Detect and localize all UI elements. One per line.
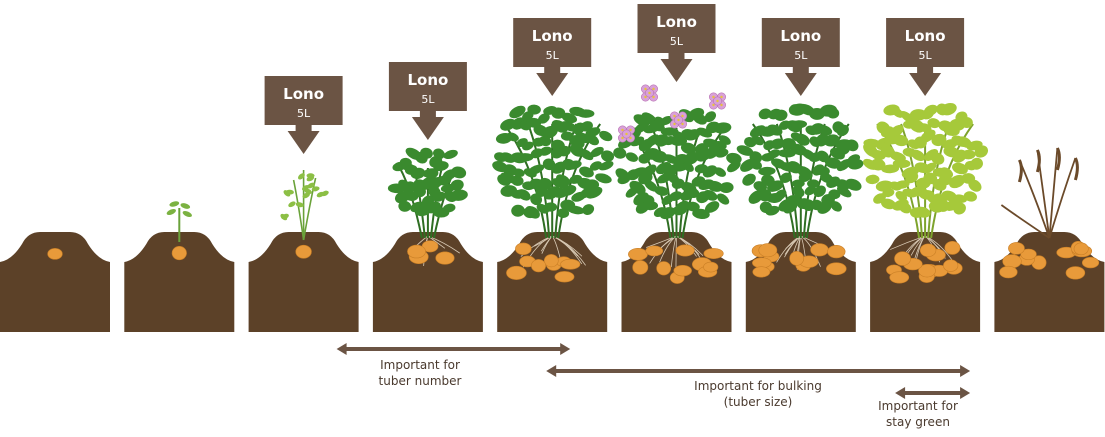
range-arrow-stay-green [895, 387, 971, 399]
soil-mounds [0, 232, 1105, 332]
range-label-bulking-line: (tuber size) [724, 395, 793, 409]
product-volume: 5L [919, 49, 933, 62]
soil-mound-2 [124, 232, 235, 332]
product-labels: Lono 5L Lono 5L Lono 5L Lono 5L Lono 5L Lono 5L [264, 4, 965, 154]
range-label-bulking: Important for bulking (tuber size) [694, 379, 822, 409]
soil-mound-4 [372, 232, 483, 332]
product-name: Lono [780, 27, 821, 45]
young-plant-3 [280, 170, 329, 241]
range-label-tuber-number: Important for tuber number [379, 358, 462, 388]
flower-6d [617, 125, 635, 143]
label-box [388, 62, 467, 111]
soil-mound-3 [248, 232, 359, 332]
product-name: Lono [656, 13, 697, 31]
label-arrow [784, 73, 817, 96]
label-arrow [411, 117, 444, 140]
label-arrow [536, 73, 569, 96]
range-label-bulking-line: Important for bulking [694, 379, 822, 393]
seed-tuber-1 [47, 248, 63, 260]
foliage-4 [387, 147, 468, 239]
product-volume: 5L [794, 49, 808, 62]
product-name: Lono [407, 71, 448, 89]
range-label-stay-green-line: stay green [886, 415, 950, 429]
product-volume: 5L [421, 93, 435, 106]
tubers-7 [751, 243, 847, 278]
product-label-6: Lono 5L [637, 4, 716, 82]
range-arrow-bulking [546, 365, 971, 377]
product-label-5: Lono 5L [513, 18, 592, 96]
product-label-8: Lono 5L [886, 18, 965, 96]
sprout-2 [166, 201, 192, 242]
tubers-5 [506, 242, 581, 283]
product-label-7: Lono 5L [761, 18, 840, 96]
label-box [637, 4, 716, 53]
seed-tuber-3 [295, 244, 312, 259]
product-label-4: Lono 5L [388, 62, 467, 140]
range-arrow-tuber-number [336, 343, 571, 355]
product-volume: 5L [297, 107, 311, 120]
product-label-3: Lono 5L [264, 76, 343, 154]
range-label-stay-green: Important for stay green [878, 399, 958, 429]
product-name: Lono [532, 27, 573, 45]
label-arrow [909, 73, 942, 96]
foliage-5 [492, 104, 615, 239]
product-volume: 5L [546, 49, 560, 62]
seed-tuber-2 [171, 246, 187, 261]
foliage-7 [736, 103, 864, 239]
range-label-tuber-number-line: Important for [380, 358, 460, 372]
tubers-9 [999, 241, 1100, 280]
label-arrow [660, 59, 693, 82]
flower-6a [640, 84, 658, 102]
flower-6b [669, 111, 687, 129]
product-name: Lono [283, 85, 324, 103]
soil-mound-1 [0, 232, 110, 332]
range-label-stay-green-line: Important for [878, 399, 958, 413]
dead-haulm-9 [1000, 147, 1079, 239]
foliage-8 [862, 102, 989, 239]
label-box [513, 18, 592, 67]
tubers-4 [407, 240, 455, 265]
flower-6c [708, 92, 726, 110]
product-name: Lono [905, 27, 946, 45]
product-volume: 5L [670, 35, 684, 48]
importance-ranges: Important for tuber number Important for b… [336, 343, 971, 429]
soil-mound-5 [497, 232, 608, 332]
tubers-6 [628, 244, 724, 284]
label-box [761, 18, 840, 67]
range-label-tuber-number-line: tuber number [379, 374, 462, 388]
label-box [886, 18, 965, 67]
tubers-8 [886, 241, 963, 284]
plants [47, 84, 1100, 284]
label-arrow [287, 131, 320, 154]
label-box [264, 76, 343, 125]
